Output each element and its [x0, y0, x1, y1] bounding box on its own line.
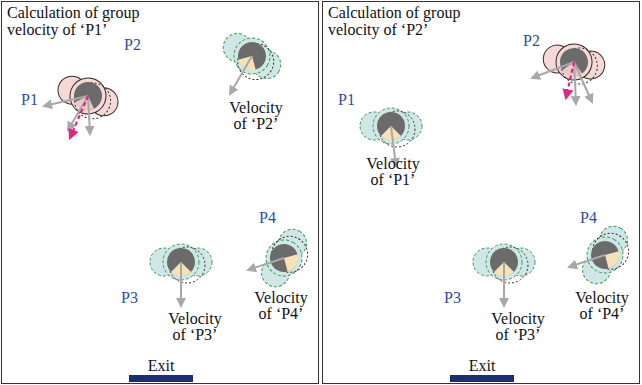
velocity-label: Velocity of ‘P4’: [248, 290, 314, 322]
exit-label: Exit: [129, 357, 193, 375]
velocity-label: Velocity of ‘P2’: [223, 100, 289, 132]
pedestrian-id: P4: [580, 210, 597, 226]
velocity-label: Velocity of ‘P4’: [569, 290, 635, 322]
exit-door: Exit: [450, 357, 514, 382]
pedestrian-figure: [532, 39, 608, 104]
pedestrian-id: P1: [338, 92, 355, 108]
velocity-label: Velocity of ‘P1’: [360, 156, 426, 188]
pedestrian-figure: [473, 244, 535, 306]
pedestrian-id: P1: [21, 92, 38, 108]
velocity-label: Velocity of ‘P3’: [162, 311, 228, 343]
pedestrian-id: P2: [124, 37, 141, 53]
pedestrian-figure: [569, 219, 639, 292]
pedestrian-id: P3: [444, 290, 461, 306]
pedestrian-figure: [150, 244, 212, 306]
pedestrian-id: P2: [523, 33, 540, 49]
pedestrian-figure: [215, 25, 288, 94]
pedestrian-id: P4: [259, 210, 276, 226]
panel-title: Calculation of group velocity of ‘P1’: [2, 2, 177, 40]
panel-title: Calculation of group velocity of ‘P2’: [323, 2, 498, 40]
pedestrian-figure: [44, 68, 123, 138]
velocity-label: Velocity of ‘P3’: [485, 311, 551, 343]
scene-panel: Calculation of group velocity of ‘P2’ Exi…: [322, 1, 640, 384]
scene-panel: Calculation of group velocity of ‘P1’ Exi…: [1, 1, 319, 384]
exit-door: Exit: [129, 357, 193, 382]
exit-label: Exit: [450, 357, 514, 375]
pedestrian-figure: [248, 222, 318, 295]
pedestrian-id: P3: [121, 290, 138, 306]
